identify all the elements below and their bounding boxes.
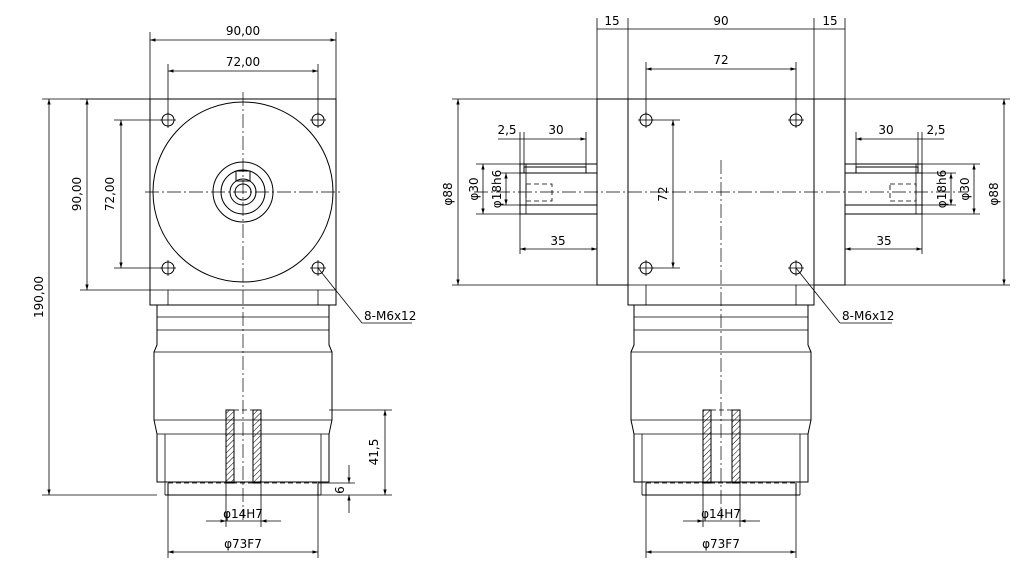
left-dim-bore: φ14H7 xyxy=(223,507,263,521)
right-left-shaft-dia: φ18h6 xyxy=(490,170,504,208)
left-hole-callout: 8-M6x12 xyxy=(364,309,416,323)
left-dim-left-inner: 72,00 xyxy=(103,177,117,211)
right-right-hub xyxy=(844,163,923,215)
right-right-shaft-length: 35 xyxy=(876,234,891,248)
left-dim-top-inner: 72,00 xyxy=(226,55,260,69)
left-dim-top-outer: 90,00 xyxy=(226,24,260,38)
right-dim-flange-left: 15 xyxy=(604,14,619,28)
right-right-shaft xyxy=(844,172,923,206)
left-dim-pilot: φ73F7 xyxy=(224,537,262,551)
right-dim-width: 90 xyxy=(713,14,728,28)
right-dim-hole-spacing-vertical: 72 xyxy=(656,186,670,201)
right-dim-pilot: φ73F7 xyxy=(702,537,740,551)
right-right-hub-dia: φ30 xyxy=(958,177,972,200)
right-dim-bore: φ14H7 xyxy=(701,507,741,521)
right-right-keyway-length: 30 xyxy=(878,123,893,137)
right-left-hub-dia: φ30 xyxy=(467,177,481,200)
left-view: 90,00 72,00 90,00 72,00 190,00 41,5 6 8-… xyxy=(32,24,416,558)
left-dim-left-outer: 90,00 xyxy=(70,177,84,211)
right-left-keyway-length: 30 xyxy=(548,123,563,137)
right-right-shaft-dia: φ18h6 xyxy=(935,170,949,208)
right-hole-callout: 8-M6x12 xyxy=(842,309,894,323)
left-bore-wall-right xyxy=(252,409,262,484)
right-left-flange-dia: φ88 xyxy=(441,182,455,205)
right-gearbox-body xyxy=(630,305,812,483)
right-view: 15 90 15 72 72 φ88 φ30 φ18h6 2,5 30 35 xyxy=(441,14,1010,558)
right-left-shaft-length: 35 xyxy=(550,234,565,248)
right-bore-wall-left xyxy=(702,409,712,484)
right-right-keyway-offset: 2,5 xyxy=(926,123,945,137)
right-left-keyway-offset: 2,5 xyxy=(497,123,516,137)
right-bore-wall-right xyxy=(731,409,741,484)
right-right-flange-dia: φ88 xyxy=(987,182,1001,205)
left-dim-total-height: 190,00 xyxy=(32,276,46,318)
right-dim-hole-spacing: 72 xyxy=(713,53,728,67)
left-bore-wall-left xyxy=(225,409,235,484)
left-dim-right-a: 41,5 xyxy=(367,439,381,466)
left-gearbox-body xyxy=(153,305,333,483)
right-dim-flange-right: 15 xyxy=(822,14,837,28)
right-left-hub xyxy=(519,163,598,215)
left-dim-right-b: 6 xyxy=(333,486,347,494)
right-left-shaft xyxy=(519,172,598,206)
